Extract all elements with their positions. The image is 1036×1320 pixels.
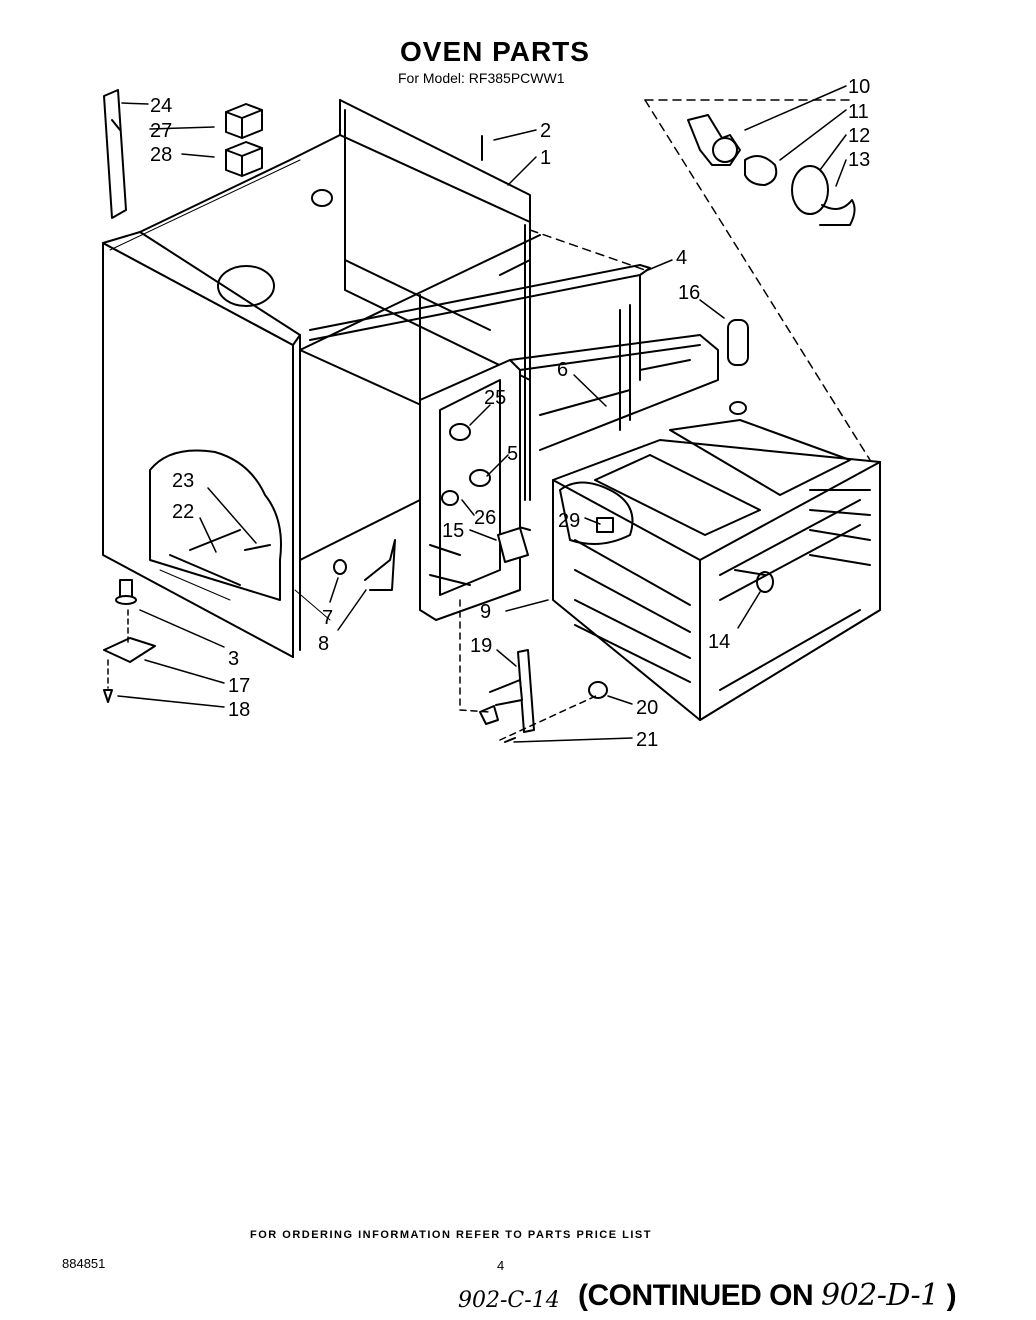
callout-10: 10 (848, 76, 870, 98)
rear-frame (309, 264, 651, 431)
callout-6: 6 (557, 359, 568, 381)
handwritten-reference: 902-C-14 (458, 1288, 560, 1313)
callout-16: 16 (678, 282, 700, 304)
page-title: OVEN PARTS (400, 36, 590, 67)
continued-target: 902-D-1 (821, 1278, 939, 1313)
callout-25: 25 (484, 387, 506, 409)
model-subtitle: For Model: RF385PCWW1 (398, 70, 565, 86)
callout-29: 29 (558, 510, 580, 532)
callout-17: 17 (228, 675, 250, 697)
callout-18: 18 (228, 699, 250, 721)
callout-2: 2 (540, 120, 551, 142)
continued-close-text: ) (938, 1279, 957, 1312)
continued-open-text: (CONTINUED ON (578, 1279, 821, 1312)
callout-26: 26 (474, 507, 496, 529)
oven-cabinet-body (102, 99, 541, 658)
terminal-blocks (225, 103, 263, 177)
small-parts (103, 135, 749, 743)
leader-lines (107, 85, 871, 743)
oven-light-assembly (687, 114, 856, 226)
callout-28: 28 (150, 144, 172, 166)
callout-13: 13 (848, 149, 870, 171)
front-frame (419, 334, 719, 621)
callout-12: 12 (848, 125, 870, 147)
page-number: 4 (497, 1258, 505, 1273)
callout-15: 15 (442, 520, 464, 542)
callout-21: 21 (636, 729, 658, 751)
vent-trim (103, 89, 127, 219)
callout-23: 23 (172, 470, 194, 492)
callout-labels: 24 27 28 2 1 10 11 12 13 4 16 6 25 5 26 … (150, 76, 870, 751)
callout-8: 8 (318, 633, 329, 655)
document-number: 884851 (62, 1256, 106, 1271)
callout-27: 27 (150, 120, 172, 142)
callout-1: 1 (540, 147, 551, 169)
callout-22: 22 (172, 501, 194, 523)
oven-liner (552, 419, 881, 721)
ordering-info-note: FOR ORDERING INFORMATION REFER TO PARTS … (250, 1229, 652, 1241)
callout-5: 5 (507, 443, 518, 465)
callout-20: 20 (636, 697, 658, 719)
callout-7: 7 (322, 607, 333, 629)
callout-14: 14 (708, 631, 730, 653)
callout-19: 19 (470, 635, 492, 657)
continued-on-note: (CONTINUED ON 902-D-1 ) (578, 1278, 957, 1313)
callout-4: 4 (676, 247, 687, 269)
callout-9: 9 (480, 601, 491, 623)
callout-11: 11 (848, 101, 869, 123)
callout-24: 24 (150, 95, 172, 117)
callout-3: 3 (228, 648, 239, 670)
